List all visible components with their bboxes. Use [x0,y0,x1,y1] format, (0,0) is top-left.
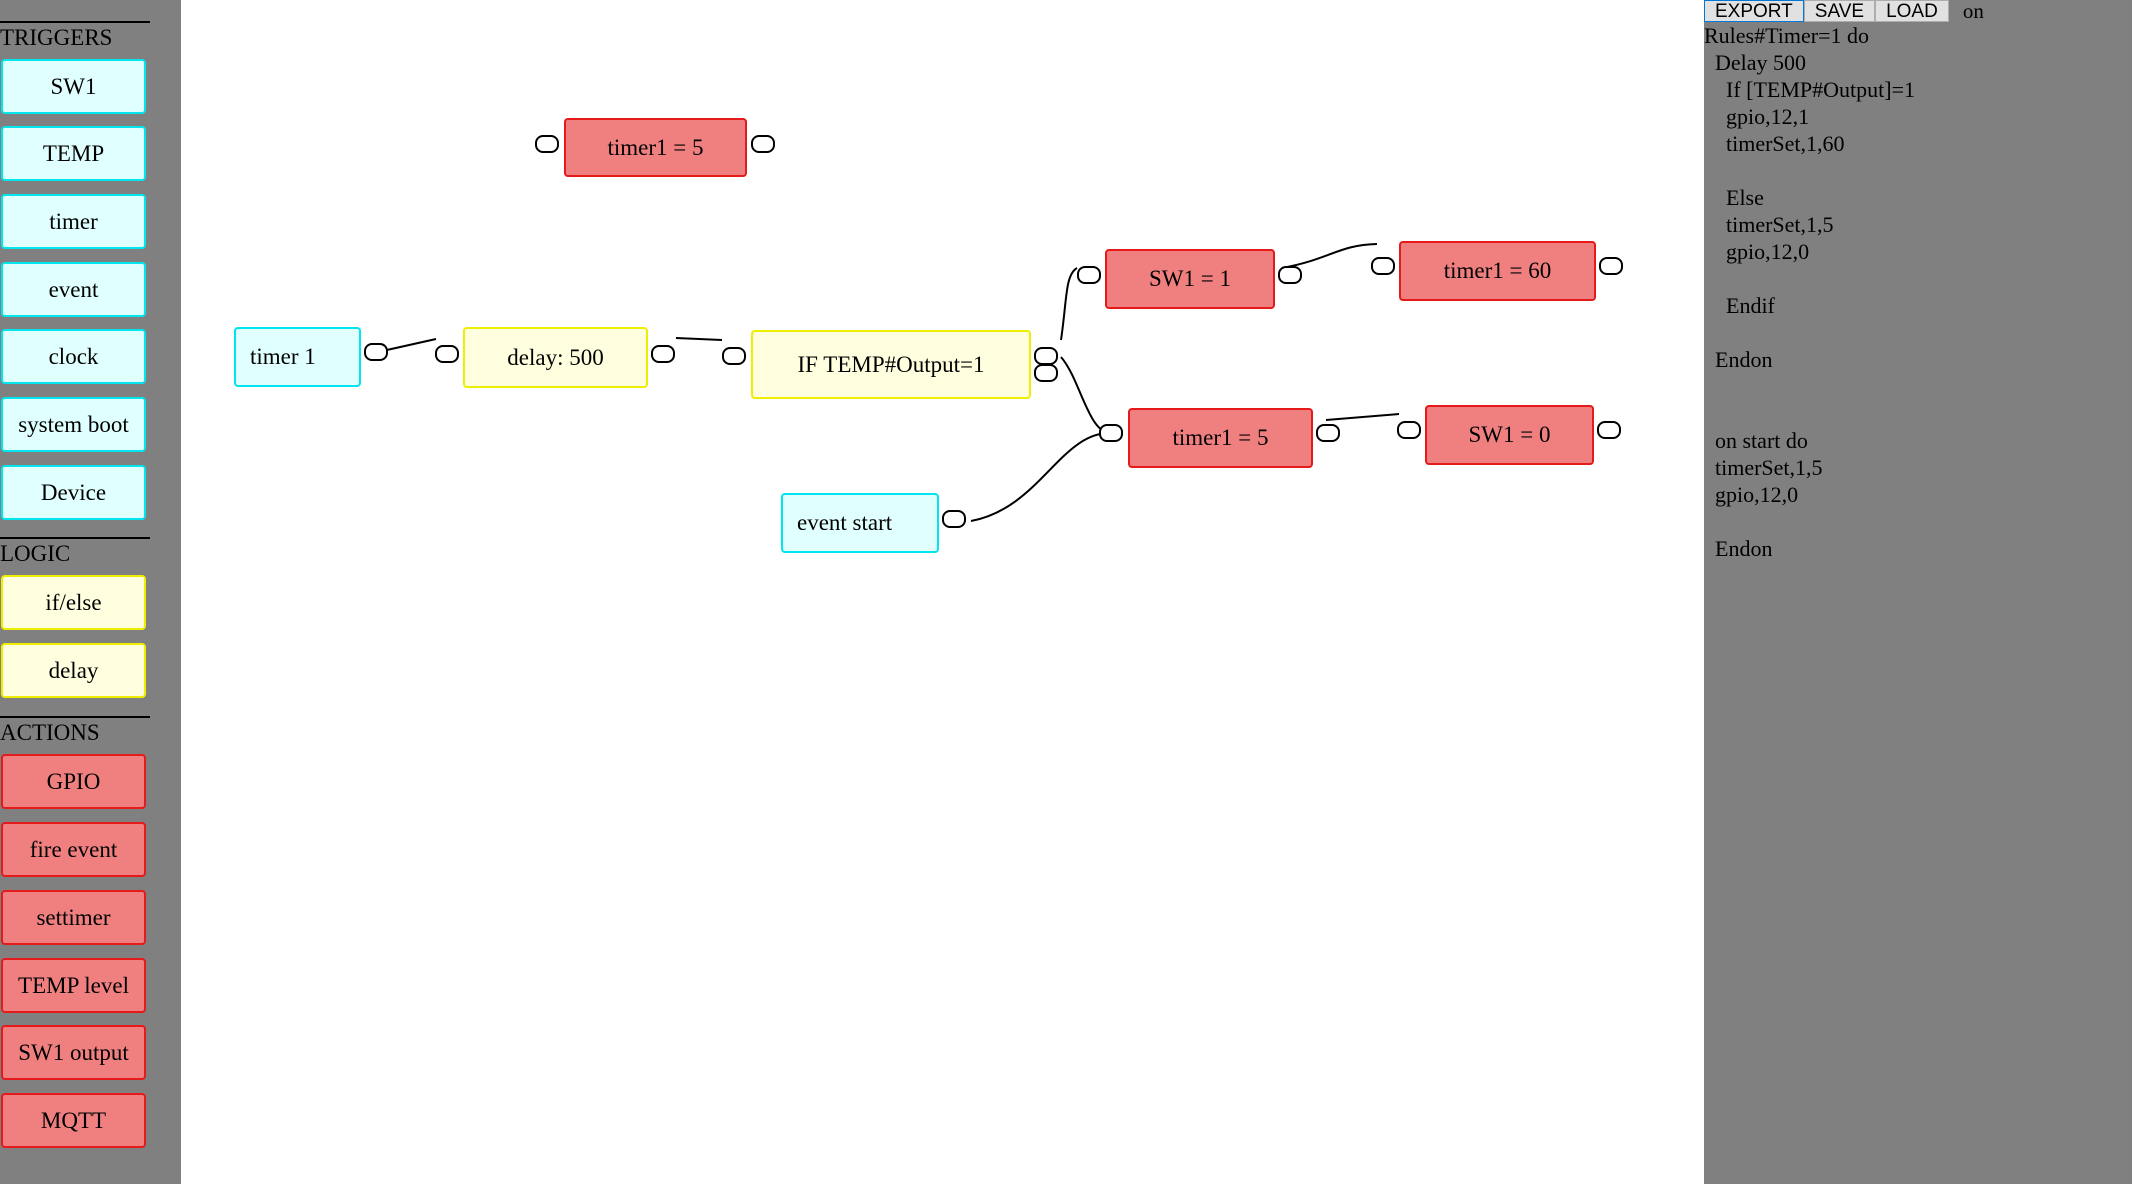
node-port-out[interactable] [1597,421,1621,439]
toolbar-trailing-text: on [1962,0,1984,23]
node-port-out[interactable] [751,135,775,153]
node-port-in[interactable] [535,135,559,153]
load-button[interactable]: LOAD [1875,0,1949,22]
node-port-in[interactable] [722,347,746,365]
actions-section-title: ACTIONS [0,716,150,748]
palette-trigger-system-boot[interactable]: system boot [1,397,146,452]
wire-sw1-on-to-timer1-60 [1281,243,1378,269]
node-logic-if-temp[interactable]: IF TEMP#Output=1 [751,330,1031,399]
wire-event-start-to-timer1-5 [970,431,1114,522]
palette-trigger-clock[interactable]: clock [1,329,146,384]
palette-action-gpio[interactable]: GPIO [1,754,146,809]
node-port-in[interactable] [1397,421,1421,439]
node-port-out[interactable] [364,343,388,361]
export-button[interactable]: EXPORT [1704,0,1804,22]
node-logic-delay-500[interactable]: delay: 500 [463,327,648,388]
save-button[interactable]: SAVE [1803,0,1876,22]
node-port-out[interactable] [1278,266,1302,284]
block-palette: TRIGGERS SW1 TEMP timer event clock syst… [0,0,181,1184]
node-action-timer1-set-5[interactable]: timer1 = 5 [1128,408,1313,468]
flow-canvas[interactable]: timer1 = 5 timer 1 delay: 500 IF TEMP#Ou… [181,0,1704,1184]
wire-timer1-5-to-sw1-off [1325,413,1400,421]
node-trigger-timer1[interactable]: timer 1 [234,327,361,387]
palette-action-temp-level[interactable]: TEMP level [1,958,146,1013]
connection-wires [377,243,1400,522]
palette-logic-if-else[interactable]: if/else [1,575,146,630]
palette-trigger-sw1[interactable]: SW1 [1,59,146,114]
node-port-in[interactable] [1371,257,1395,275]
node-port-out-false[interactable] [1034,364,1058,382]
toolbar: EXPORT SAVE LOAD on [1704,0,1984,23]
palette-action-sw1-output[interactable]: SW1 output [1,1025,146,1080]
node-port-out[interactable] [942,510,966,528]
node-port-out[interactable] [1316,424,1340,442]
palette-action-mqtt[interactable]: MQTT [1,1093,146,1148]
triggers-section-title: TRIGGERS [0,21,150,53]
palette-trigger-device[interactable]: Device [1,465,146,520]
code-panel: EXPORT SAVE LOAD on Rules#Timer=1 do Del… [1704,0,2132,1184]
wire-delay-to-if [675,337,723,341]
node-action-sw1-off[interactable]: SW1 = 0 [1425,405,1594,465]
node-port-in[interactable] [435,345,459,363]
node-action-timer1-set-60[interactable]: timer1 = 60 [1399,241,1596,301]
logic-section-title: LOGIC [0,537,150,569]
node-trigger-event-start[interactable]: event start [781,493,939,553]
node-port-out-true[interactable] [1034,347,1058,365]
node-port-out[interactable] [651,345,675,363]
node-port-out[interactable] [1599,257,1623,275]
node-action-sw1-on[interactable]: SW1 = 1 [1105,249,1275,309]
wire-if-true-to-sw1-on [1060,267,1078,341]
node-port-in[interactable] [1099,424,1123,442]
palette-trigger-temp[interactable]: TEMP [1,126,146,181]
node-timer1-set-5-top[interactable]: timer1 = 5 [564,118,747,177]
node-port-in[interactable] [1077,266,1101,284]
palette-logic-delay[interactable]: delay [1,643,146,698]
wire-if-false-to-timer1-5 [1060,356,1114,435]
palette-action-fire-event[interactable]: fire event [1,822,146,877]
palette-trigger-timer[interactable]: timer [1,194,146,249]
palette-trigger-event[interactable]: event [1,262,146,317]
palette-action-settimer[interactable]: settimer [1,890,146,945]
generated-rules-code: Rules#Timer=1 do Delay 500 If [TEMP#Outp… [1704,23,1915,561]
